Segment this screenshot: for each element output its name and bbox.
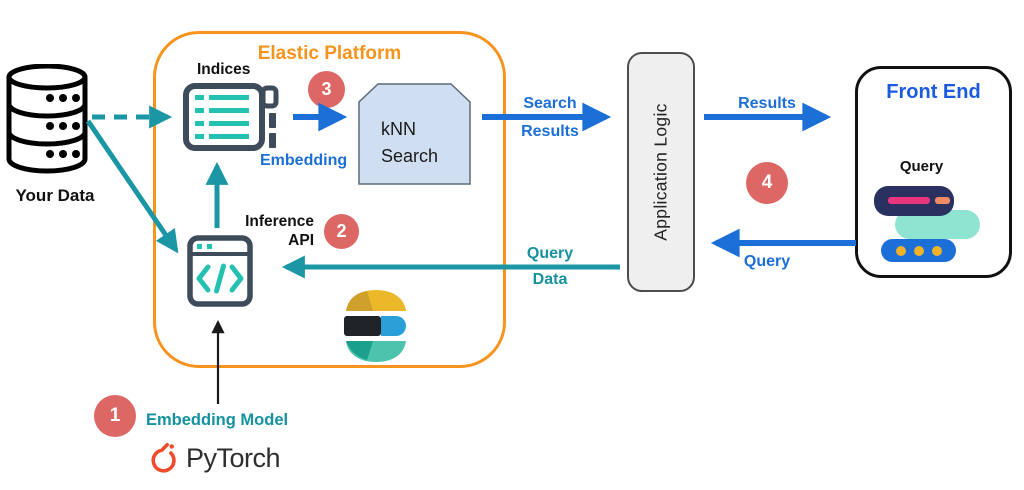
badge-2: 2 <box>324 214 359 249</box>
pytorch-logo: PyTorch <box>148 441 281 476</box>
elastic-platform-container: Elastic Platform <box>153 31 506 368</box>
pytorch-wordmark: PyTorch <box>186 443 281 473</box>
query-label: Query <box>743 253 791 270</box>
query-dot <box>932 245 942 256</box>
query-dot <box>914 245 924 256</box>
database-icon <box>6 64 88 174</box>
application-logic-node: Application Logic <box>627 52 695 292</box>
front-end-node: Front End Query <box>855 66 1012 278</box>
front-end-title: Front End <box>886 81 981 103</box>
results-label: Results <box>738 95 796 112</box>
knn-search-node: kNN Search <box>358 83 471 185</box>
your-data-label: Your Data <box>15 186 95 205</box>
query-pill-blue <box>881 239 956 262</box>
embedding-model-label: Embedding Model <box>146 411 289 429</box>
elastic-logo <box>344 290 406 362</box>
query-bar-pink <box>888 197 930 204</box>
query-pill-navy <box>874 186 954 216</box>
embedding-label: Embedding <box>260 152 348 169</box>
pytorch-flame-icon <box>151 442 176 473</box>
search-results-label: Search Results <box>521 95 579 141</box>
front-end-query-label: Query <box>899 158 944 175</box>
elastic-platform-title: Elastic Platform <box>257 43 402 64</box>
badge-1: 1 <box>94 395 136 437</box>
inference-api-label: Inference API <box>245 213 314 249</box>
knn-shape <box>358 83 471 185</box>
badge-3: 3 <box>308 71 345 108</box>
knn-search-label: kNN Search <box>381 119 439 166</box>
inference-api-icon <box>187 235 253 307</box>
indices-label: Indices <box>197 61 251 78</box>
query-bar-salmon <box>935 197 950 204</box>
badge-4: 4 <box>746 162 788 204</box>
indices-icon <box>183 83 279 151</box>
query-data-label: Query Data <box>526 245 574 289</box>
query-dot <box>896 245 906 256</box>
application-logic-label: Application Logic <box>650 103 671 241</box>
